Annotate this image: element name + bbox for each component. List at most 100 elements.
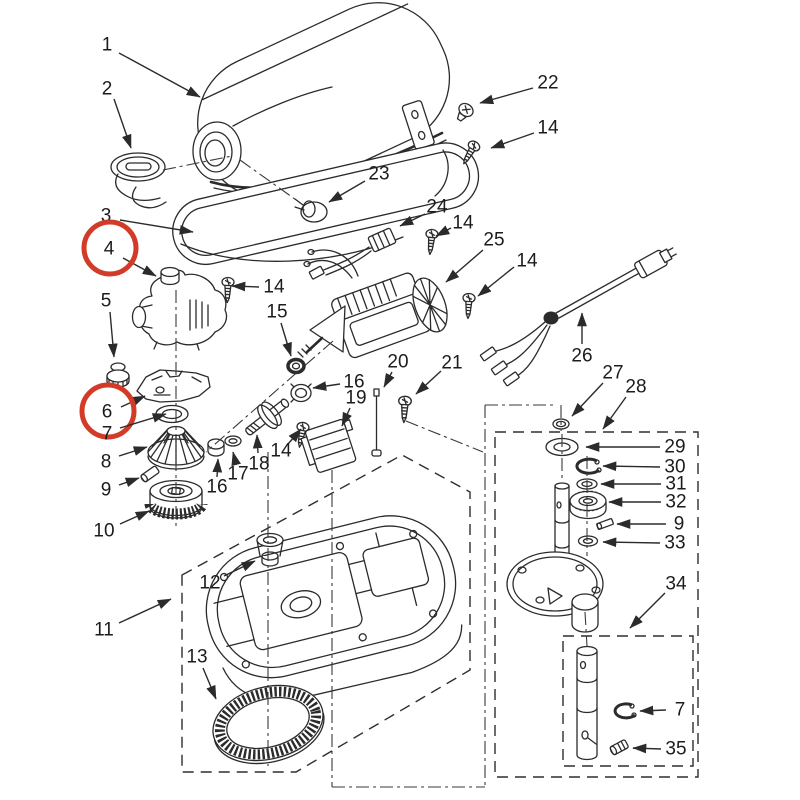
part-number-label: 14 [516, 251, 538, 272]
bearing-5-part [106, 362, 130, 388]
shaft-assembly-box [494, 431, 699, 778]
leader-line [312, 381, 341, 391]
leader-line [602, 396, 627, 430]
bushing-12-part [256, 532, 284, 567]
part-number-label: 35 [665, 739, 686, 760]
leader-line [341, 407, 352, 427]
callout-5: 5 [101, 291, 118, 358]
part-number-label: 25 [483, 230, 504, 251]
part-number-label: 7 [102, 424, 113, 445]
pin-9-part [140, 465, 160, 483]
centerline [239, 159, 300, 203]
leader-line [202, 667, 217, 700]
leader-line [490, 132, 535, 149]
part-number-label: 1 [102, 35, 113, 56]
callout-22: 22 [479, 73, 559, 105]
leader-line [212, 458, 223, 478]
retaining-ring-7b-part [613, 702, 637, 720]
part-number-label: 10 [93, 521, 114, 542]
part-number-label: 27 [602, 363, 623, 384]
pin-9b-part [596, 518, 614, 530]
callout-14: 14 [477, 251, 538, 297]
leader-line [445, 249, 484, 283]
callout-7: 7 [639, 700, 685, 721]
callout-35: 35 [632, 739, 687, 760]
leader-line [119, 510, 150, 525]
callout-9: 9 [101, 477, 140, 501]
leader-line [435, 225, 452, 237]
callout-2: 2 [102, 79, 132, 149]
base-trim-band-part [172, 142, 480, 265]
leader-line [280, 322, 292, 357]
part-number-label: 16 [343, 372, 364, 393]
part-number-label: 8 [101, 452, 112, 473]
callout-25: 25 [445, 230, 505, 283]
bracket-6-part [136, 369, 211, 403]
attachment-hub-cover-part [110, 152, 167, 209]
callout-14: 14 [435, 213, 474, 237]
part-number-label: 18 [248, 454, 269, 475]
callout-26: 26 [571, 312, 593, 367]
part-number-label: 29 [664, 437, 685, 458]
leader-line [639, 705, 667, 716]
agitator-shaft-part [576, 645, 598, 761]
callout-9: 9 [616, 514, 685, 535]
callout-4: 4 [81, 219, 157, 277]
callout-18: 18 [248, 434, 270, 475]
part-number-label: 20 [387, 352, 408, 373]
washer-7-part [155, 404, 189, 424]
highlight-circle-4 [81, 219, 139, 277]
pin-35-part [609, 739, 629, 756]
centerline [405, 420, 484, 453]
motor-part [297, 248, 448, 359]
callout-29: 29 [585, 437, 686, 458]
centerline [162, 155, 233, 171]
leader-line [118, 598, 172, 624]
callout-27: 27 [571, 363, 624, 417]
part-number-label: 17 [227, 464, 248, 485]
callout-28: 28 [602, 377, 647, 430]
part-number-label: 14 [270, 441, 292, 462]
callout-16: 16 [312, 372, 365, 393]
leader-line [328, 180, 366, 203]
part-number-label: 16 [206, 477, 227, 498]
leader-line [415, 370, 442, 395]
retaining-ring-30-part [575, 457, 602, 475]
leader-line [118, 52, 201, 98]
callout-31: 31 [600, 474, 687, 495]
callout-12: 12 [199, 560, 256, 594]
leader-line [571, 382, 604, 417]
leader-line [119, 413, 167, 429]
callout-30: 30 [602, 457, 686, 478]
part-number-label: 14 [452, 213, 474, 234]
leader-line [118, 477, 140, 488]
part-number-label: 14 [537, 118, 559, 139]
callout-10: 10 [93, 510, 150, 542]
base-housing-part [205, 515, 463, 702]
callout-21: 21 [415, 353, 463, 395]
leader-line [602, 537, 661, 548]
leader-line [119, 219, 194, 235]
callout-7: 7 [102, 413, 167, 445]
gear-32-part [569, 490, 607, 520]
leader-line [602, 461, 661, 472]
part-number-label: 14 [263, 277, 285, 298]
callout-34: 34 [629, 574, 687, 629]
leader-line [629, 592, 666, 629]
callout-23: 23 [328, 164, 390, 203]
part-number-label: 28 [625, 377, 646, 398]
callout-6: 6 [79, 382, 146, 440]
part-number-label: 9 [674, 514, 685, 535]
leader-line [107, 311, 118, 358]
callout-19: 19 [341, 388, 367, 427]
part-number-label: 24 [426, 197, 448, 218]
highlight-circle-6 [79, 382, 137, 440]
centerline [205, 340, 334, 453]
grommet-16-part [290, 383, 312, 403]
part-number-label: 26 [571, 346, 592, 367]
callout-14: 14 [231, 277, 285, 298]
leader-line [118, 446, 148, 457]
callout-14: 14 [270, 428, 302, 462]
leader-line [231, 451, 241, 467]
